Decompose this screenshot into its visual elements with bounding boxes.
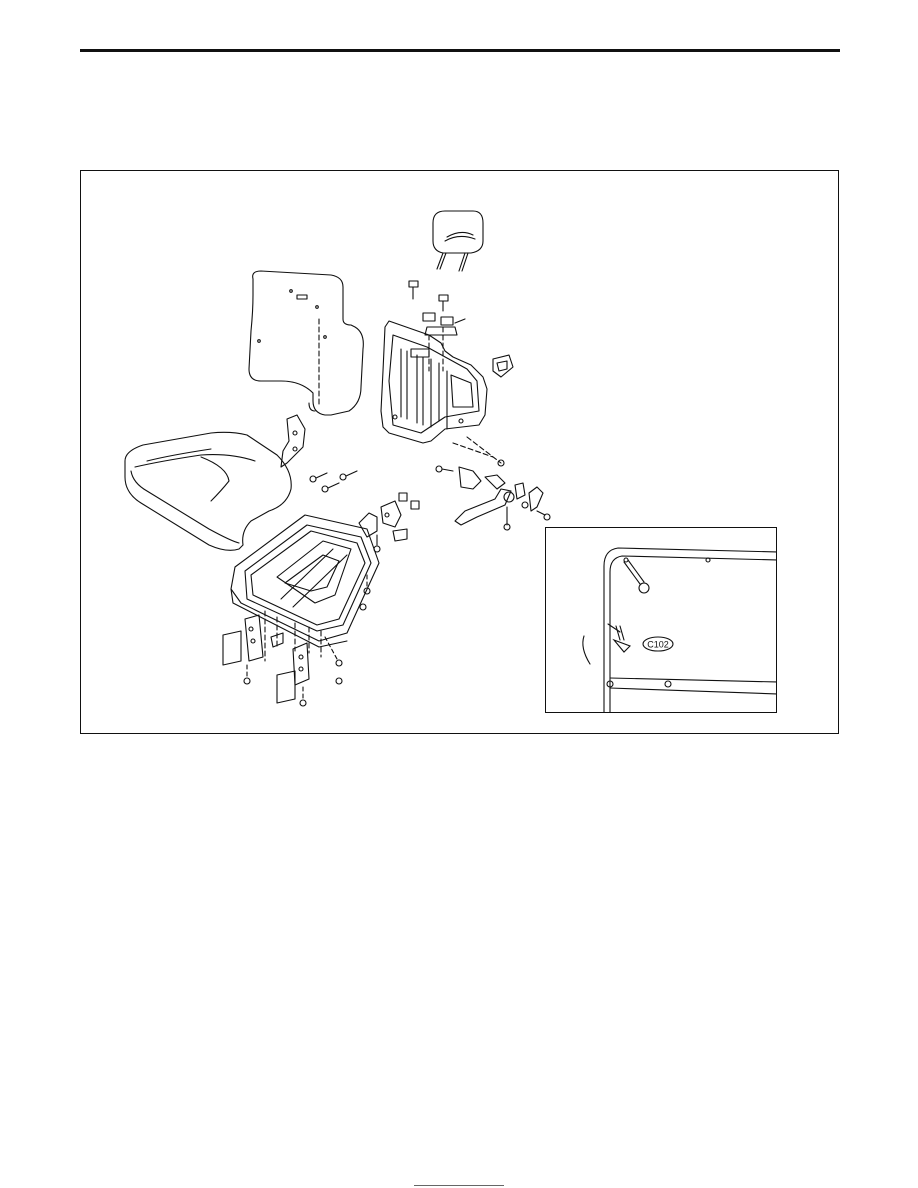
hinge-assembly-center [358, 492, 420, 553]
header-rule [80, 49, 840, 52]
recliner-lever [435, 436, 551, 531]
seat-frame [230, 514, 380, 662]
seat-cushion [124, 431, 292, 551]
hinge-bracket-left [280, 414, 306, 468]
bolts-center [309, 470, 358, 493]
headrest [432, 210, 484, 272]
seat-exploded-drawing [124, 210, 551, 707]
seatback-frame [380, 320, 488, 444]
exploded-view-figure: C102 [80, 170, 839, 734]
detail-drawing: C102 [582, 547, 776, 712]
part-code-badge: C102 [647, 640, 669, 650]
leg-brackets [222, 574, 371, 707]
retaining-clip [492, 354, 514, 378]
footer-rule [414, 1185, 504, 1186]
seatback-cover [248, 270, 364, 416]
detail-callout: C102 [545, 527, 777, 713]
